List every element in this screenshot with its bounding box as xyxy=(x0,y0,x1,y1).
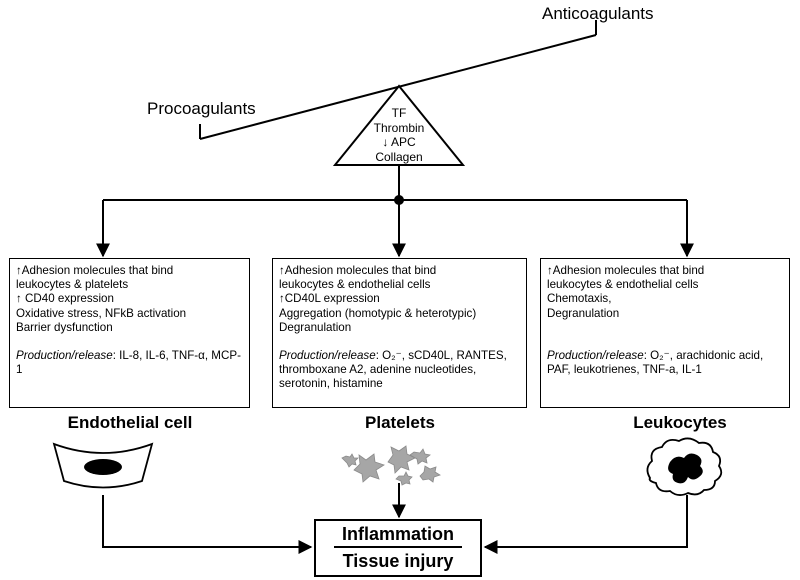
production-label: Production/release xyxy=(547,348,644,362)
endothelial-line: Barrier dysfunction xyxy=(16,320,113,334)
production-label: Production/release xyxy=(279,349,376,363)
outcome-divider xyxy=(334,546,462,548)
leukocyte-nucleus-icon xyxy=(668,453,703,484)
inflammation-label: Inflammation xyxy=(341,524,454,544)
fulcrum-line-thrombin: Thrombin xyxy=(373,120,425,135)
fulcrum-line-apc: ↓ APC xyxy=(382,135,416,149)
platelets-production: Production/release: O₂⁻, sCD40L, RANTES,… xyxy=(279,349,520,392)
procoagulants-label: Procoagulants xyxy=(147,99,256,118)
endothelial-title: Endothelial cell xyxy=(67,413,193,432)
outcome-box: Inflammation Tissue injury xyxy=(314,519,482,577)
platelets-effects-box: ↑Adhesion molecules that bind leukocytes… xyxy=(272,258,527,408)
platelets-line: ↑Adhesion molecules that bind xyxy=(279,264,437,277)
endothelial-effects-box: ↑Adhesion molecules that bind leukocytes… xyxy=(9,258,250,408)
platelets-line: ↑CD40L expression xyxy=(279,292,380,306)
tissue-injury-label: Tissue injury xyxy=(342,551,454,571)
leukocytes-effects-box: ↑Adhesion molecules that bind leukocytes… xyxy=(540,258,790,408)
fulcrum-line-collagen: Collagen xyxy=(375,149,423,164)
production-label: Production/release xyxy=(16,349,113,363)
production-text: : IL-8, IL-6, TNF-α, MCP-1 xyxy=(16,349,241,377)
arrow-leukocytes-to-outcome xyxy=(483,495,688,554)
anticoagulants-label: Anticoagulants xyxy=(542,4,654,23)
endothelial-line: ↑ CD40 expression xyxy=(16,292,114,306)
leukocytes-line: ↑Adhesion molecules that bind xyxy=(547,264,705,277)
leukocytes-line: Chemotaxis, xyxy=(547,292,612,306)
platelets-icon xyxy=(341,445,441,486)
fulcrum-text: TF Thrombin ↓ APC Collagen xyxy=(340,106,458,164)
endothelial-line: ↑Adhesion molecules that bind xyxy=(16,264,174,277)
leukocytes-title: Leukocytes xyxy=(633,413,727,432)
platelets-line: Degranulation xyxy=(279,320,352,334)
fulcrum-line-tf: TF xyxy=(391,106,407,120)
endothelial-line: leukocytes & platelets xyxy=(16,278,129,292)
platelets-title: Platelets xyxy=(365,413,435,432)
endothelial-production: Production/release: IL-8, IL-6, TNF-α, M… xyxy=(16,349,243,377)
production-text: : O₂⁻, sCD40L, RANTES, thromboxane A2, a… xyxy=(279,349,507,391)
endothelial-nucleus-icon xyxy=(84,459,122,475)
platelets-line: leukocytes & endothelial cells xyxy=(279,278,431,292)
platelets-line: Aggregation (homotypic & heterotypic) xyxy=(279,306,477,320)
endothelial-line: Oxidative stress, NFkB activation xyxy=(16,306,187,320)
leukocytes-production: Production/release: O₂⁻, arachidonic aci… xyxy=(547,349,783,377)
leukocytes-line: leukocytes & endothelial cells xyxy=(547,278,699,292)
arrow-endothelial-to-outcome xyxy=(102,495,313,554)
production-text: : O₂⁻, arachidonic acid, PAF, leukotrien… xyxy=(547,348,764,377)
leukocytes-line: Degranulation xyxy=(547,306,620,320)
